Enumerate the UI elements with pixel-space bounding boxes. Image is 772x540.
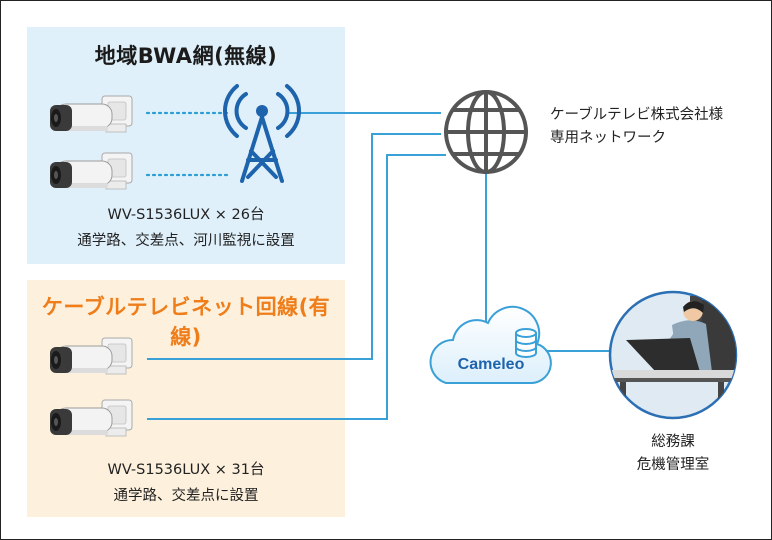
office-illustration	[608, 290, 738, 420]
bwa-camera-2	[49, 152, 133, 190]
bwa-camera-model: WV-S1536LUX × 26台	[107, 207, 265, 223]
network-label: ケーブルテレビ株式会社様 専用ネットワーク	[550, 104, 723, 150]
network-label-line2: 専用ネットワーク	[550, 130, 666, 146]
link-cable2-network	[147, 154, 446, 420]
cable-title: ケーブルテレビネット回線(有線)	[41, 295, 331, 349]
globe-icon	[444, 90, 528, 174]
bwa-usage: 通学路、交差点、河川監視に設置	[77, 233, 295, 249]
cloud-label: Cameleo	[458, 356, 525, 373]
office-label-line1: 総務課	[651, 434, 695, 450]
link-cable1-network	[147, 133, 441, 360]
wireless-links	[145, 111, 230, 177]
bwa-title: 地域BWA網(無線)	[94, 44, 278, 68]
cameleo-cloud-icon	[429, 305, 552, 384]
network-links	[147, 112, 612, 420]
radio-tower-icon	[223, 84, 301, 183]
office-label: 総務課 危機管理室	[623, 431, 723, 477]
cable-camera-1	[49, 337, 133, 375]
cable-panel: ケーブルテレビネット回線(有線) WV-S1536LUX × 31台 通学路、交…	[27, 280, 345, 517]
bwa-panel: 地域BWA網(無線) WV-S1536LUX × 26台 通学路、交差点、河川監…	[27, 27, 345, 264]
bwa-camera-1	[49, 95, 133, 133]
database-icon	[515, 328, 537, 358]
network-label-line1: ケーブルテレビ株式会社様	[550, 107, 724, 123]
cable-camera-model: WV-S1536LUX × 31台	[107, 462, 265, 478]
cable-camera-2	[49, 399, 133, 437]
cable-usage: 通学路、交差点に設置	[113, 488, 259, 504]
office-label-line2: 危機管理室	[636, 457, 710, 473]
